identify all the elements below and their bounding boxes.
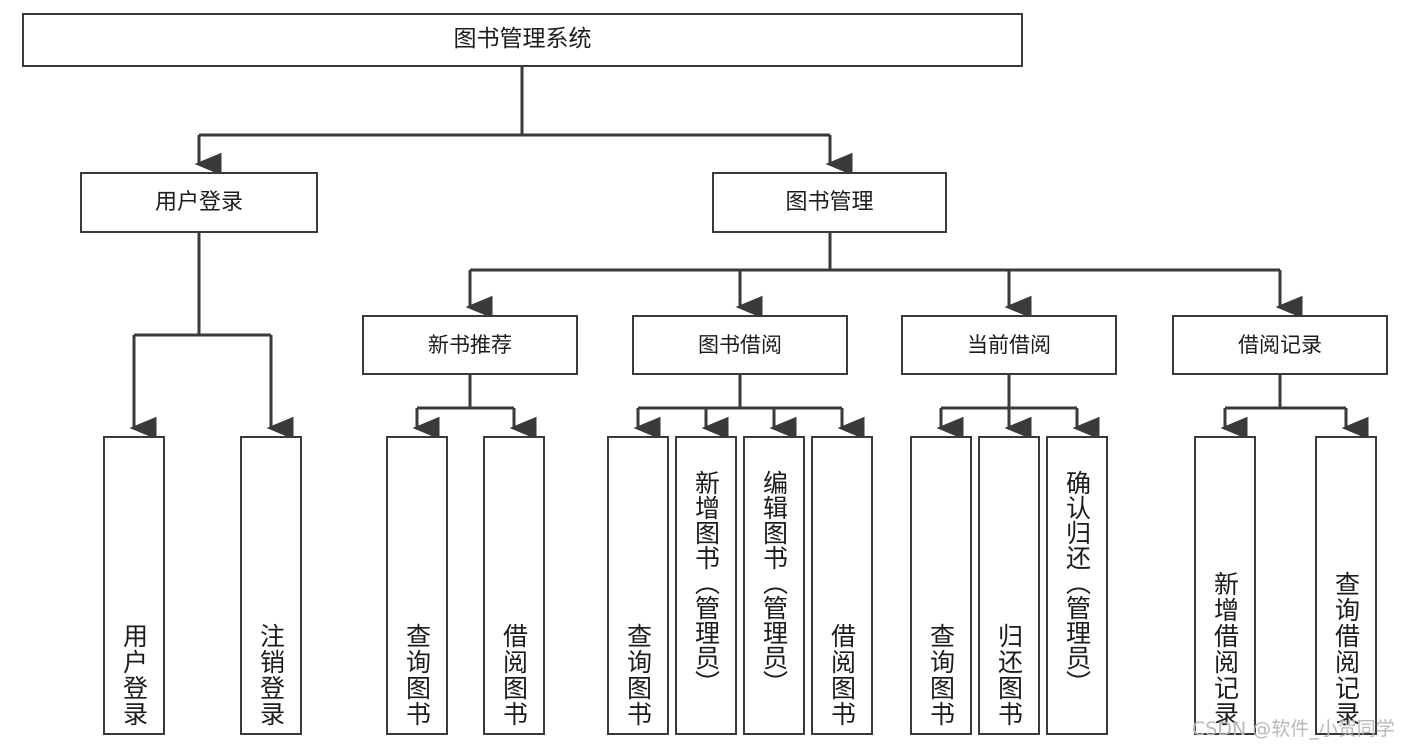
node-label: 用户登录: [154, 189, 243, 215]
node-label: 借阅记录: [1238, 332, 1322, 357]
node-label: 图书管理: [785, 189, 874, 215]
node-user-login[interactable]: 用户登录: [80, 172, 318, 233]
node-label: 新增图书（管理员）: [691, 470, 721, 695]
node-label: 查询图书: [623, 623, 653, 727]
leaf-return-book[interactable]: 归还图书: [978, 436, 1040, 735]
node-label: 借阅图书: [827, 623, 857, 727]
leaf-query-book-recommend[interactable]: 查询图书: [386, 436, 448, 735]
node-label: 图书管理系统: [453, 26, 592, 53]
node-book-management[interactable]: 图书管理: [712, 172, 947, 233]
leaf-query-book-borrow[interactable]: 查询图书: [607, 436, 669, 735]
node-borrow-record[interactable]: 借阅记录: [1172, 315, 1388, 375]
csdn-watermark: CSDN @软件_小贺同学: [1192, 718, 1395, 740]
leaf-add-book-admin[interactable]: 新增图书（管理员）: [675, 436, 737, 735]
node-label: 编辑图书（管理员）: [759, 470, 789, 695]
node-root-system[interactable]: 图书管理系统: [22, 13, 1023, 67]
node-label: 新书推荐: [428, 332, 512, 357]
leaf-borrow-book-recommend[interactable]: 借阅图书: [483, 436, 545, 735]
node-label: 新增借阅记录: [1210, 571, 1240, 727]
node-label: 查询图书: [926, 623, 956, 727]
node-label: 归还图书: [994, 623, 1024, 727]
leaf-confirm-return-admin[interactable]: 确认归还（管理员）: [1046, 436, 1108, 735]
node-label: 查询图书: [402, 623, 432, 727]
leaf-logout[interactable]: 注销登录: [240, 436, 302, 735]
leaf-borrow-book[interactable]: 借阅图书: [811, 436, 873, 735]
leaf-query-book-current[interactable]: 查询图书: [910, 436, 972, 735]
node-label: 当前借阅: [967, 332, 1051, 357]
node-book-borrow[interactable]: 图书借阅: [632, 315, 848, 375]
node-label: 用户登录: [119, 623, 149, 727]
leaf-add-borrow-record[interactable]: 新增借阅记录: [1194, 436, 1256, 735]
node-label: 查询借阅记录: [1331, 571, 1361, 727]
node-label: 借阅图书: [499, 623, 529, 727]
leaf-edit-book-admin[interactable]: 编辑图书（管理员）: [743, 436, 805, 735]
node-current-borrow[interactable]: 当前借阅: [901, 315, 1117, 375]
node-label: 确认归还（管理员）: [1062, 470, 1092, 695]
node-label: 图书借阅: [698, 332, 782, 357]
leaf-query-borrow-record[interactable]: 查询借阅记录: [1315, 436, 1377, 735]
node-label: 注销登录: [256, 623, 286, 727]
node-new-book-recommend[interactable]: 新书推荐: [362, 315, 578, 375]
leaf-user-login[interactable]: 用户登录: [103, 436, 165, 735]
